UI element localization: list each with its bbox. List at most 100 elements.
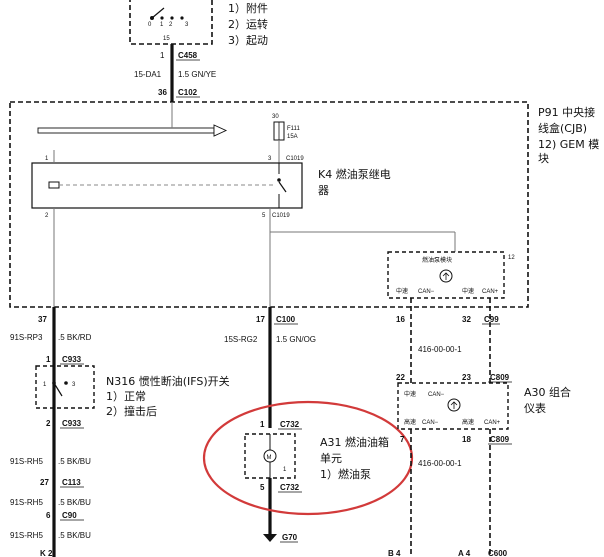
cjb-label-1: P91 中央接 (538, 106, 595, 119)
ign-pin-15: 15 (163, 36, 170, 42)
gem-bus-arrow (213, 124, 228, 137)
ign-item-3: 3）起动 (228, 34, 268, 47)
spec-15da1: 1.5 GN/YE (178, 70, 216, 79)
fuse-rating: 15A (287, 134, 298, 140)
ign-item-2: 2）运转 (228, 17, 268, 31)
connector-c600: C600 (488, 549, 508, 557)
pin-b4: B 4 (388, 549, 401, 557)
pin-22: 22 (396, 373, 405, 382)
connector-c90: C90 (62, 511, 77, 520)
gem-left-speed: 中速 (396, 287, 408, 295)
pin-7: 7 (400, 435, 405, 444)
relay-switch-blade (278, 181, 287, 193)
pump-pin-5: 5 (260, 483, 265, 492)
spec-rh5-1: .5 BK/BU (58, 457, 91, 466)
cjb-label-4: 块 (538, 152, 549, 165)
connector-c809-bottom: C809 (490, 435, 510, 444)
pin-a4: A 4 (458, 549, 471, 557)
connector-c102: C102 (178, 88, 198, 97)
ground-g70: G70 (282, 533, 298, 542)
gem-can-left: CAN− (418, 289, 435, 295)
ign-pin-label-1: 1 (160, 22, 164, 28)
relay-conn-top: C1019 (286, 156, 304, 162)
relay-coil (48, 181, 60, 189)
pin-32: 32 (462, 315, 471, 324)
pin-17: 17 (256, 315, 265, 324)
ifs-item-1: 1）正常 (106, 390, 146, 403)
spec-rh5-2: .5 BK/BU (58, 498, 91, 507)
spec-91s-rp3: .5 BK/RD (58, 333, 92, 342)
pump-label-1: A31 燃油油箱 (320, 435, 389, 449)
ignition-contact-1 (160, 16, 164, 20)
cluster-can-right-bottom: CAN+ (484, 420, 501, 426)
ignition-contact-3 (180, 16, 184, 20)
pin-6: 6 (46, 511, 51, 520)
ifs-switch-box (35, 365, 95, 409)
spec-rh5-3: .5 BK/BU (58, 531, 91, 540)
spec-15s-rg2: 1.5 GN/OG (276, 335, 316, 344)
pump-label-2: 单元 (320, 452, 342, 465)
cjb-label-3: 12) GEM 模 (538, 138, 599, 151)
ign-pin-label-3: 3 (185, 22, 189, 28)
circuit-rh5-3: 91S-RH5 (10, 531, 43, 540)
connector-c99: C99 (484, 315, 499, 324)
motor-letter: M (267, 455, 272, 461)
gem-transceiver-symbol (442, 272, 450, 280)
ifs-item-2: 2）撞击后 (106, 404, 157, 418)
c933-pin-1: 1 (46, 355, 51, 364)
fuse-pin-30: 30 (272, 114, 279, 120)
pin-23: 23 (462, 373, 471, 382)
cluster-speed-right-bottom: 高速 (462, 418, 474, 426)
circuit-15da1: 15-DA1 (134, 70, 162, 79)
relay-pin-2: 2 (45, 213, 49, 219)
cluster-speed-left-top: 中速 (404, 390, 416, 398)
ifs-pin-a: 1 (43, 382, 47, 388)
highlight-ellipse (202, 400, 414, 516)
relay-label-1: K4 燃油泵继电 (318, 167, 391, 181)
ign-item-1: 1）附件 (228, 1, 268, 15)
gem-pin-12: 12 (508, 255, 515, 261)
pump-inner-pin: 1 (283, 467, 287, 473)
relay-pin-5: 5 (262, 213, 266, 219)
ignition-contact-2 (170, 16, 174, 20)
connector-c458: C458 (178, 51, 198, 60)
cluster-transceiver-symbol (450, 401, 458, 409)
cluster-can-left-top: CAN− (428, 392, 445, 398)
ign-pin-1: 1 (160, 51, 165, 60)
cluster-label-2: 仪表 (524, 401, 546, 415)
connector-c732-bottom: C732 (280, 483, 300, 492)
ifs-pin-b: 3 (72, 382, 76, 388)
gem-bus-bar (37, 127, 215, 134)
connector-c809-top: C809 (490, 373, 510, 382)
connector-c732-top: C732 (280, 420, 300, 429)
can-circuit-top: 416-00-00-1 (418, 345, 462, 354)
relay-conn-bottom: C1019 (272, 213, 290, 219)
connector-c100: C100 (276, 315, 296, 324)
pin-36: 36 (158, 88, 167, 97)
pin-37: 37 (38, 315, 47, 324)
cjb-box (9, 101, 529, 308)
circuit-rh5-2: 91S-RH5 (10, 498, 43, 507)
pin-k2: K 2 (40, 549, 53, 557)
relay-pivot (277, 178, 281, 182)
ign-pin-label-0: 0 (148, 22, 152, 28)
pump-item-1: 1）燃油泵 (320, 467, 371, 481)
relay-pin-3: 3 (268, 156, 272, 162)
pin-16: 16 (396, 315, 405, 324)
ign-pin-label-2: 2 (169, 22, 173, 28)
ground-symbol (263, 534, 277, 542)
connector-c933-bottom: C933 (62, 419, 82, 428)
fuse-name: F111 (287, 126, 300, 132)
cjb-label-2: 线盒(CJB) (538, 121, 587, 135)
can-circuit-bottom: 416-00-00-1 (418, 459, 462, 468)
cluster-can-left-bottom: CAN− (422, 420, 439, 426)
cluster-label-1: A30 组合 (524, 385, 571, 399)
pin-27: 27 (40, 478, 49, 487)
cluster-speed-left-bottom: 高速 (404, 418, 416, 426)
ifs-blade (53, 382, 63, 397)
relay-pin-1: 1 (45, 156, 49, 162)
gem-can-right: CAN+ (482, 289, 499, 295)
gem-module-title: 燃油泵模块 (422, 256, 452, 264)
